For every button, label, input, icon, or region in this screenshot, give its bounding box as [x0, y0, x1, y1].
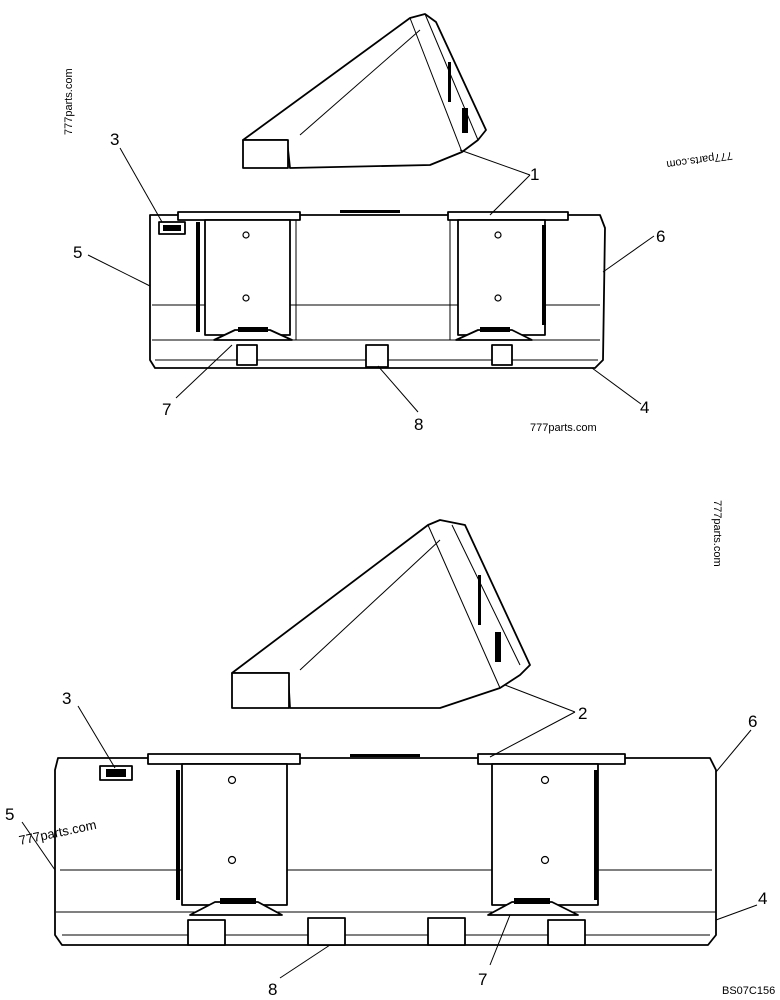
- callout-bottom-3: 3: [62, 689, 71, 708]
- watermarks: 777parts.com 777parts.com 777parts.com 7…: [18, 68, 734, 848]
- callout-top-7: 7: [162, 400, 171, 419]
- callout-bottom-5: 5: [5, 805, 14, 824]
- watermark-mid-right: 777parts.com: [530, 422, 597, 434]
- callout-top-8: 8: [414, 415, 423, 434]
- callout-top-5: 5: [73, 243, 82, 262]
- top-leader-lines: [87, 147, 655, 413]
- callout-top-3: 3: [110, 130, 119, 149]
- callout-bottom-8: 8: [268, 980, 277, 999]
- top-bucket-front-view: [149, 210, 606, 369]
- callout-top-1: 1: [530, 165, 539, 184]
- callout-bottom-7: 7: [478, 970, 487, 989]
- watermark-right-vertical: 777parts.com: [711, 500, 723, 567]
- callout-top-6: 6: [656, 227, 665, 246]
- watermark-top-right-inverted: 777parts.com: [666, 149, 734, 170]
- bottom-bucket-front-view: [54, 753, 717, 946]
- callout-bottom-4: 4: [758, 889, 767, 908]
- top-bucket-side-view: [242, 13, 487, 169]
- callout-bottom-2: 2: [578, 704, 587, 723]
- callout-top-4: 4: [640, 398, 649, 417]
- drawing-code: BS07C156: [722, 985, 775, 997]
- bottom-leader-lines: [21, 684, 758, 979]
- callout-labels: 1 3 5 6 4 7 8 2 3 5 6 4 7 8: [5, 130, 767, 999]
- callout-bottom-6: 6: [748, 712, 757, 731]
- bottom-bucket-side-view: [231, 519, 531, 709]
- watermark-left-vertical: 777parts.com: [63, 68, 75, 135]
